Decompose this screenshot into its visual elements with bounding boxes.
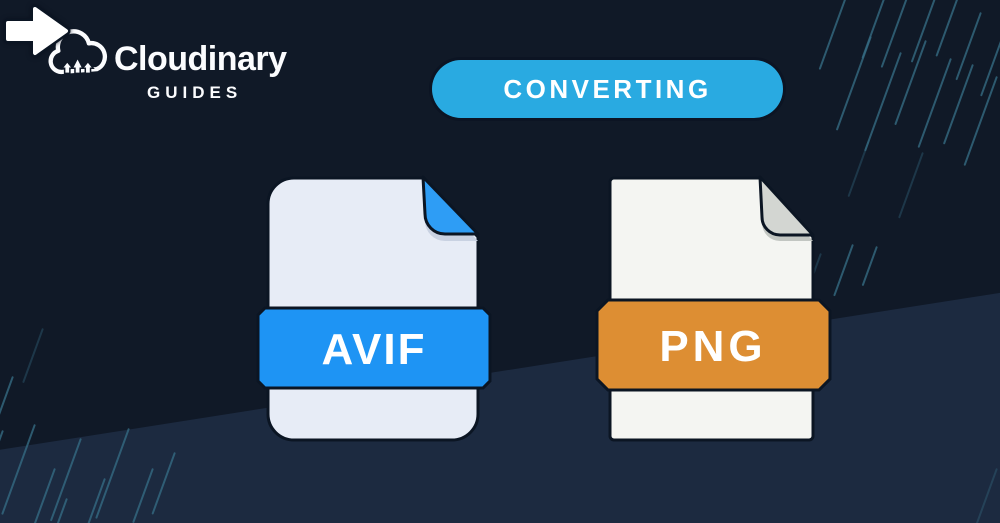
brand-subtitle: GUIDES — [147, 83, 243, 102]
diagonal-line — [963, 76, 998, 166]
diagonal-line — [910, 0, 936, 63]
diagonal-line — [935, 0, 960, 57]
avif-file-icon: AVIF — [256, 175, 492, 442]
right-arrow-icon — [3, 4, 71, 58]
diagonal-line — [861, 246, 878, 287]
png-file-icon: PNG — [595, 175, 832, 442]
diagonal-line — [22, 328, 44, 384]
diagonal-line — [835, 36, 872, 131]
converting-badge: CONVERTING — [432, 60, 783, 118]
avif-fold — [421, 175, 480, 236]
brand-wordmark: Cloudinary — [114, 40, 287, 78]
diagonal-line — [864, 52, 902, 152]
png-fold — [758, 175, 815, 237]
converting-badge-label: CONVERTING — [503, 73, 712, 104]
diagonal-line — [847, 140, 870, 198]
diagonal-line — [861, 0, 886, 59]
diagonal-line — [880, 0, 910, 68]
diagonal-line — [898, 152, 924, 219]
avif-label: AVIF — [322, 325, 427, 374]
png-banner — [595, 298, 832, 392]
diagonal-line — [818, 0, 848, 70]
avif-banner — [256, 306, 492, 390]
diagonal-line — [833, 244, 854, 297]
diagonal-line — [980, 30, 1000, 97]
cloudinary-cloud-upload-icon — [48, 29, 108, 75]
png-label: PNG — [659, 322, 766, 371]
